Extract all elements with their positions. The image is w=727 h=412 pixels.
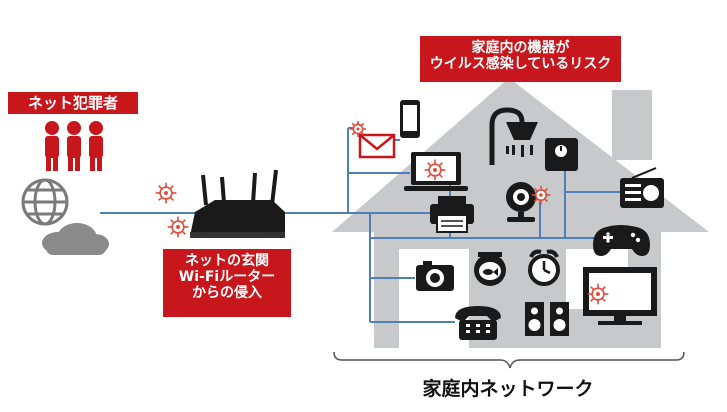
game-controller-icon — [593, 225, 650, 256]
home-network-bracket — [333, 351, 685, 369]
smartphone-icon — [400, 100, 420, 138]
speaker-icon — [525, 302, 569, 336]
printer-icon — [430, 196, 474, 233]
criminals-icon — [45, 121, 103, 171]
cloud-icon — [42, 223, 109, 255]
scale-icon — [545, 138, 578, 171]
shower-icon — [489, 107, 538, 165]
risk-label-line2: ウイルス感染しているリスク — [429, 56, 612, 73]
radio-icon — [620, 167, 664, 208]
virus-icon — [349, 120, 367, 138]
webcam-icon — [506, 182, 536, 222]
telephone-icon — [455, 306, 501, 340]
fishbowl-icon — [474, 252, 506, 286]
virus-icon — [167, 216, 189, 238]
virus-icon — [531, 185, 551, 205]
criminals-label: ネット犯罪者 — [8, 92, 138, 114]
network-lines — [100, 127, 620, 323]
risk-label-line1: 家庭内の機器が — [471, 40, 570, 56]
globe-icon — [21, 178, 69, 226]
virus-markers — [155, 120, 609, 305]
router-label-line1: ネットの玄関 — [185, 253, 269, 269]
virus-icon — [424, 159, 446, 181]
camera-icon — [416, 261, 454, 291]
virus-icon — [155, 182, 177, 204]
home-network-title: 家庭内ネットワーク — [422, 378, 594, 400]
virus-icon — [587, 283, 609, 305]
router-icon — [190, 169, 285, 238]
mail-icon — [358, 133, 396, 159]
alarm-clock-icon — [528, 249, 560, 286]
infection-risk-label: 家庭内の機器が ウイルス感染しているリスク — [420, 36, 621, 82]
router-label-line2: Wi-Fiルーター — [178, 269, 276, 286]
router-intrusion-label: ネットの玄関 Wi-Fiルーター からの侵入 — [163, 249, 291, 317]
router-label-line3: からの侵入 — [192, 285, 262, 302]
